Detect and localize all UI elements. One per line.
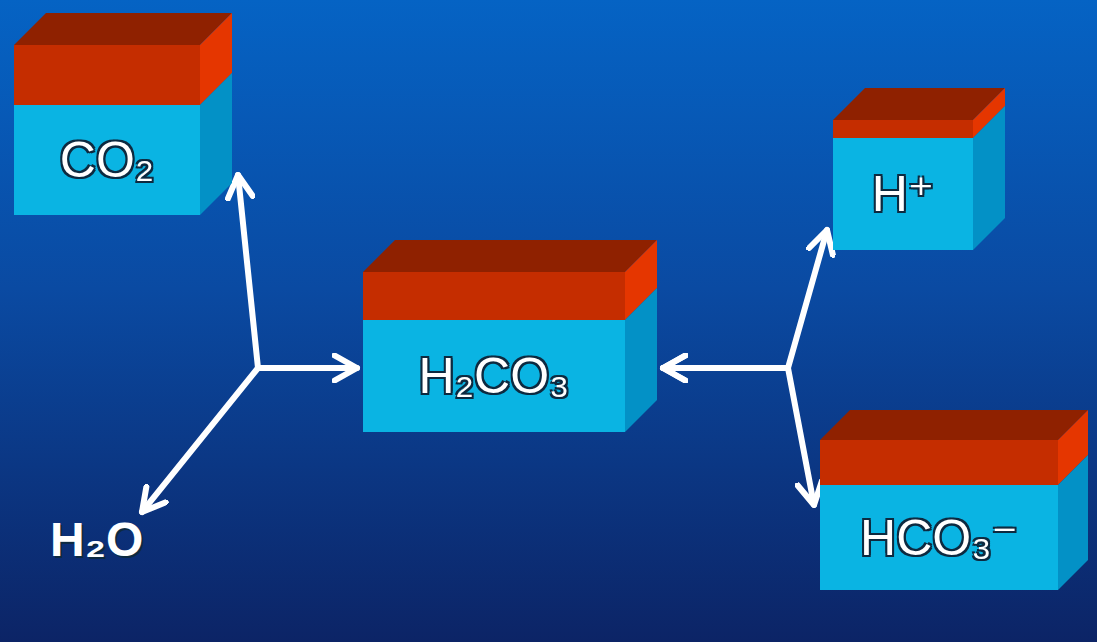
reaction-arrow — [238, 175, 357, 368]
formula-text: H⁺ — [872, 165, 935, 223]
block-face: H₂CO₃ — [363, 320, 625, 432]
lid-front — [833, 120, 973, 138]
lid-front — [14, 45, 200, 105]
compound-block: HCO₃⁻ — [820, 440, 1058, 590]
block-side — [625, 288, 657, 432]
block-side — [1058, 455, 1088, 590]
lid-top — [14, 13, 232, 45]
reaction-arrow — [663, 230, 827, 368]
formula-text: H₂CO₃ — [419, 347, 570, 405]
block-side — [973, 106, 1005, 250]
block-front — [820, 485, 1058, 590]
block-face: HCO₃⁻ — [820, 485, 1058, 590]
lid-top — [363, 240, 657, 272]
compound-block: H₂CO₃ — [363, 272, 625, 432]
block-side — [200, 73, 232, 215]
lid-top — [820, 410, 1088, 440]
water-branch — [142, 368, 258, 512]
lid-front — [820, 440, 1058, 485]
formula-text: HCO₃⁻ — [860, 509, 1018, 567]
block-front — [14, 105, 200, 215]
formula-text: CO₂ — [60, 131, 154, 189]
block-front — [363, 320, 625, 432]
reaction-arrow — [663, 368, 814, 505]
block-front — [833, 138, 973, 250]
block-face: CO₂ — [14, 105, 200, 215]
formula-label: H₂O — [50, 512, 143, 567]
compound-block: H⁺ — [833, 120, 973, 250]
block-face: H⁺ — [833, 138, 973, 250]
lid-front — [363, 272, 625, 320]
compound-block: CO₂ — [14, 45, 200, 215]
